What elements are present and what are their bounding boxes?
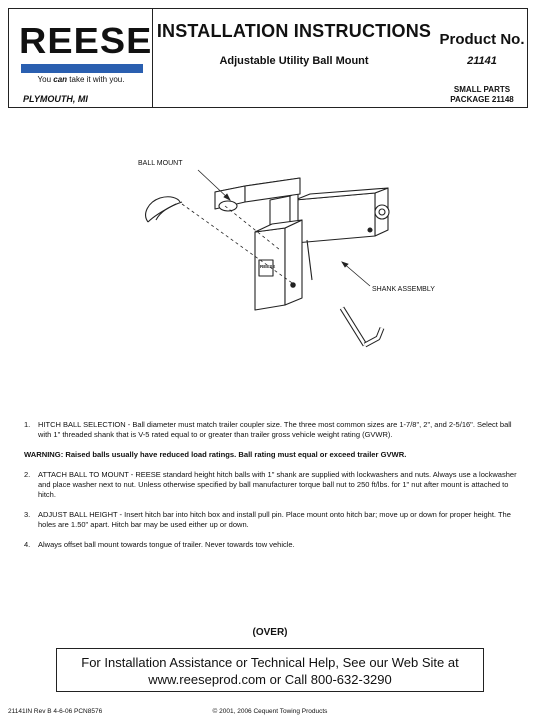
product-name: Adjustable Utility Ball Mount [219, 55, 369, 67]
step-1: 1. HITCH BALL SELECTION - Ball diameter … [24, 420, 512, 439]
diagram-stamp: REESE [260, 264, 275, 269]
help-text: For Installation Assistance or Technical… [81, 655, 459, 670]
copyright-notice: © 2001, 2006 Cequent Towing Products [212, 708, 328, 715]
instruction-list: 1. HITCH BALL SELECTION - Ball diameter … [20, 420, 520, 560]
brand-city: PLYMOUTH, MI [23, 94, 88, 104]
product-number: 21141 [467, 55, 497, 67]
reese-logo: REESE [19, 20, 153, 61]
label-shank-assembly: SHANK ASSEMBLY [372, 286, 435, 293]
label-ball-mount: BALL MOUNT [138, 160, 183, 167]
product-number-label: Product No. [439, 31, 525, 48]
document-header: REESE You can take it with you. PLYMOUTH… [8, 8, 528, 108]
warning-note: WARNING: Raised balls usually have reduc… [24, 450, 407, 459]
step-4: 4. Always offset ball mount towards tong… [24, 540, 295, 549]
help-contact-box: For Installation Assistance or Technical… [56, 648, 484, 692]
ball-mount-diagram: REESE BALL MOUNT [120, 140, 440, 385]
logo-underline-bar [21, 64, 143, 73]
over-indicator: (OVER) [252, 627, 288, 638]
step-3: 3. ADJUST BALL HEIGHT - Insert hitch bar… [24, 510, 511, 529]
brand-tagline: You can take it with you. [37, 75, 125, 84]
brand-block: REESE You can take it with you. PLYMOUTH… [9, 9, 153, 107]
step-2: 2. ATTACH BALL TO MOUNT - REESE standard… [24, 470, 517, 499]
help-contact: www.reeseprod.com or Call 800-632-3290 [148, 672, 392, 687]
small-parts-package: SMALL PARTS PACKAGE 21148 [450, 85, 514, 104]
document-title: INSTALLATION INSTRUCTIONS [156, 21, 432, 41]
exploded-view-illustration: REESE [145, 169, 390, 348]
document-code: 21141IN Rev B 4-6-06 PCN8576 [8, 708, 103, 715]
